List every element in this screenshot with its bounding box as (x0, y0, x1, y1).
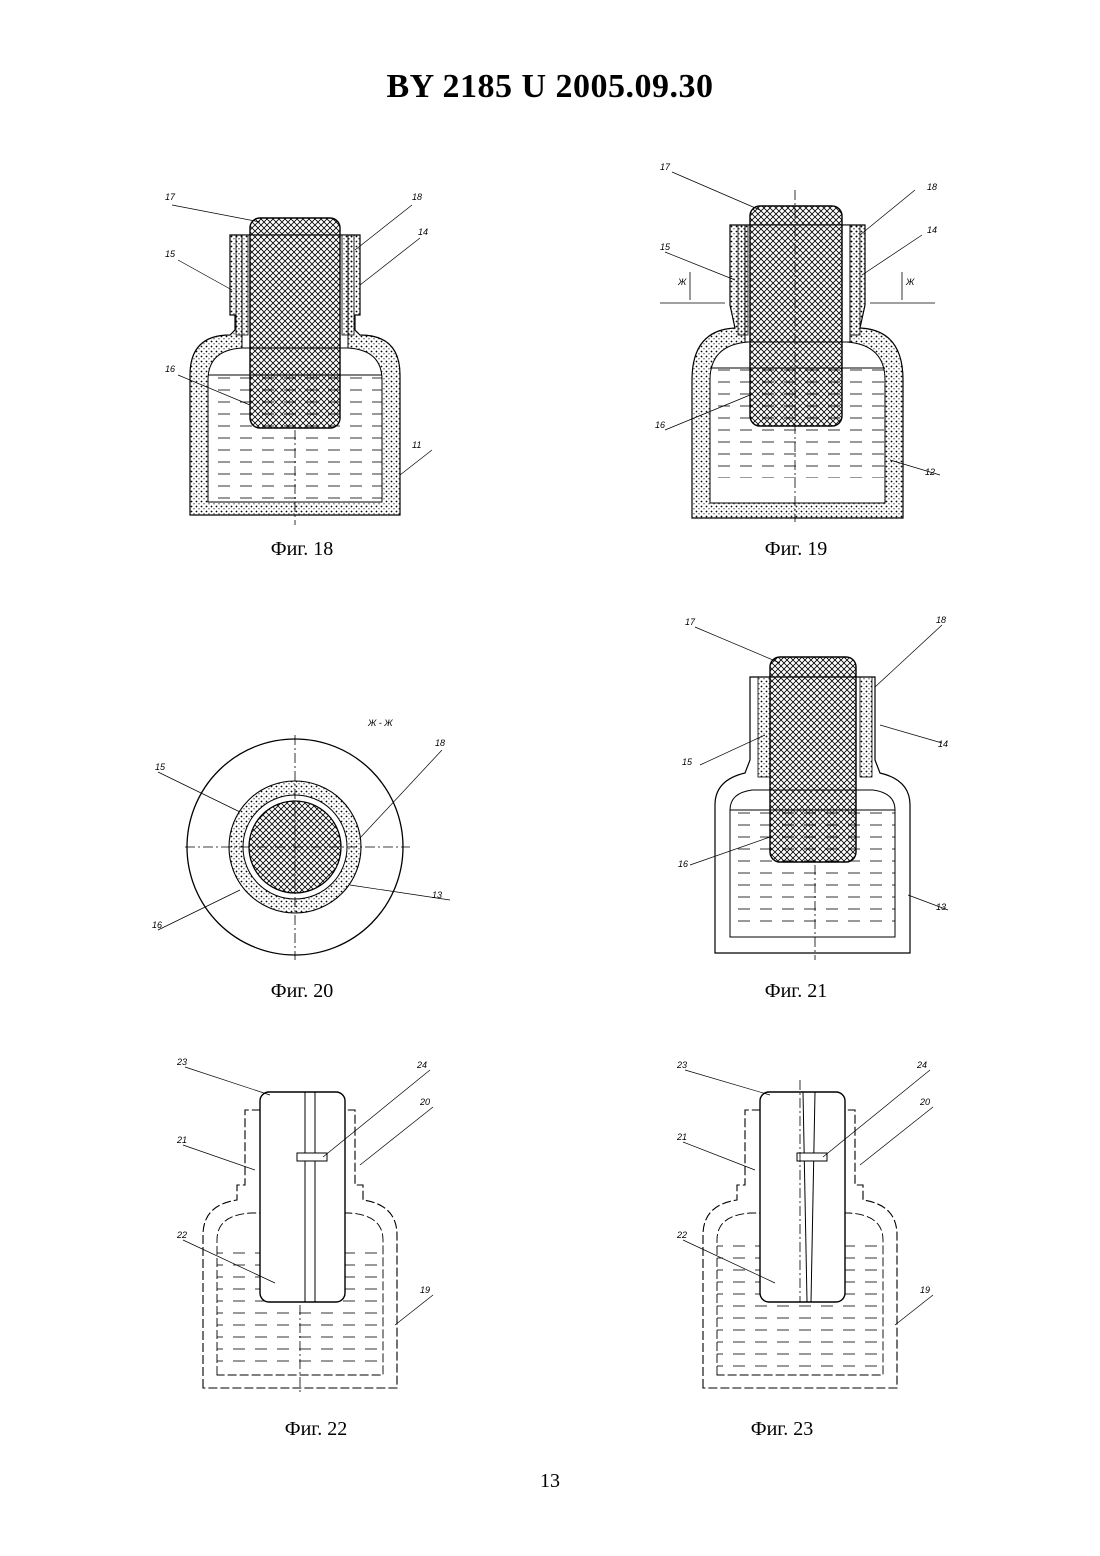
callout-label: 18 (412, 192, 422, 202)
callout-label: Ж (677, 277, 687, 287)
figure-21: 17 18 15 14 16 13 (670, 615, 960, 965)
section-label: Ж - Ж (367, 718, 393, 728)
callout-label: 15 (165, 249, 176, 259)
callout-label: 23 (676, 1060, 687, 1070)
callout-label: 13 (432, 890, 442, 900)
callout-label: 23 (176, 1057, 187, 1067)
callout-label: 17 (660, 162, 671, 172)
page-number: 13 (0, 1470, 1100, 1493)
callout-label: 16 (678, 859, 688, 869)
callout-label: 16 (152, 920, 162, 930)
callout-label: 24 (916, 1060, 927, 1070)
figure-22: 23 24 20 21 22 19 (165, 1055, 445, 1400)
callout-label: 20 (919, 1097, 930, 1107)
figure-18: 17 18 15 14 16 11 (150, 180, 450, 530)
callout-label: 17 (165, 192, 176, 202)
figure-23-caption: Фиг. 23 (682, 1418, 882, 1441)
callout-label: 21 (176, 1135, 187, 1145)
callout-label: 16 (165, 364, 175, 374)
callout-label: 18 (936, 615, 946, 625)
callout-label: 20 (419, 1097, 430, 1107)
figure-19: 17 18 15 14 16 12 Ж Ж (650, 160, 950, 530)
callout-label: 12 (925, 467, 935, 477)
figure-20-caption: Фиг. 20 (202, 980, 402, 1003)
figure-18-caption: Фиг. 18 (202, 538, 402, 561)
figure-22-drawing: 23 24 20 21 22 19 (165, 1055, 445, 1400)
callout-label: 19 (420, 1285, 430, 1295)
figure-20: Ж - Ж 18 15 13 16 (140, 710, 460, 970)
callout-label: 24 (416, 1060, 427, 1070)
callout-label: 16 (655, 420, 665, 430)
figure-18-drawing: 17 18 15 14 16 11 (150, 180, 450, 530)
callout-label: Ж (905, 277, 915, 287)
figure-23: 23 24 20 21 22 19 (665, 1060, 945, 1405)
figure-20-drawing: Ж - Ж 18 15 13 16 (140, 710, 460, 970)
callout-label: 15 (682, 757, 693, 767)
figure-21-drawing: 17 18 15 14 16 13 (670, 615, 960, 965)
callout-label: 13 (936, 902, 946, 912)
figure-19-caption: Фиг. 19 (696, 538, 896, 561)
callout-label: 18 (927, 182, 937, 192)
callout-label: 15 (660, 242, 671, 252)
figure-21-caption: Фиг. 21 (696, 980, 896, 1003)
callout-label: 15 (155, 762, 166, 772)
callout-label: 18 (435, 738, 445, 748)
callout-label: 14 (938, 739, 948, 749)
callout-label: 17 (685, 617, 696, 627)
callout-label: 14 (418, 227, 428, 237)
figure-22-caption: Фиг. 22 (216, 1418, 416, 1441)
callout-label: 22 (176, 1230, 187, 1240)
figure-19-drawing: 17 18 15 14 16 12 Ж Ж (650, 160, 950, 530)
callout-label: 19 (920, 1285, 930, 1295)
callout-label: 21 (676, 1132, 687, 1142)
callout-label: 22 (676, 1230, 687, 1240)
callout-label: 11 (412, 440, 421, 450)
page-title: BY 2185 U 2005.09.30 (0, 68, 1100, 106)
callout-label: 14 (927, 225, 937, 235)
figure-23-drawing: 23 24 20 21 22 19 (665, 1060, 945, 1405)
